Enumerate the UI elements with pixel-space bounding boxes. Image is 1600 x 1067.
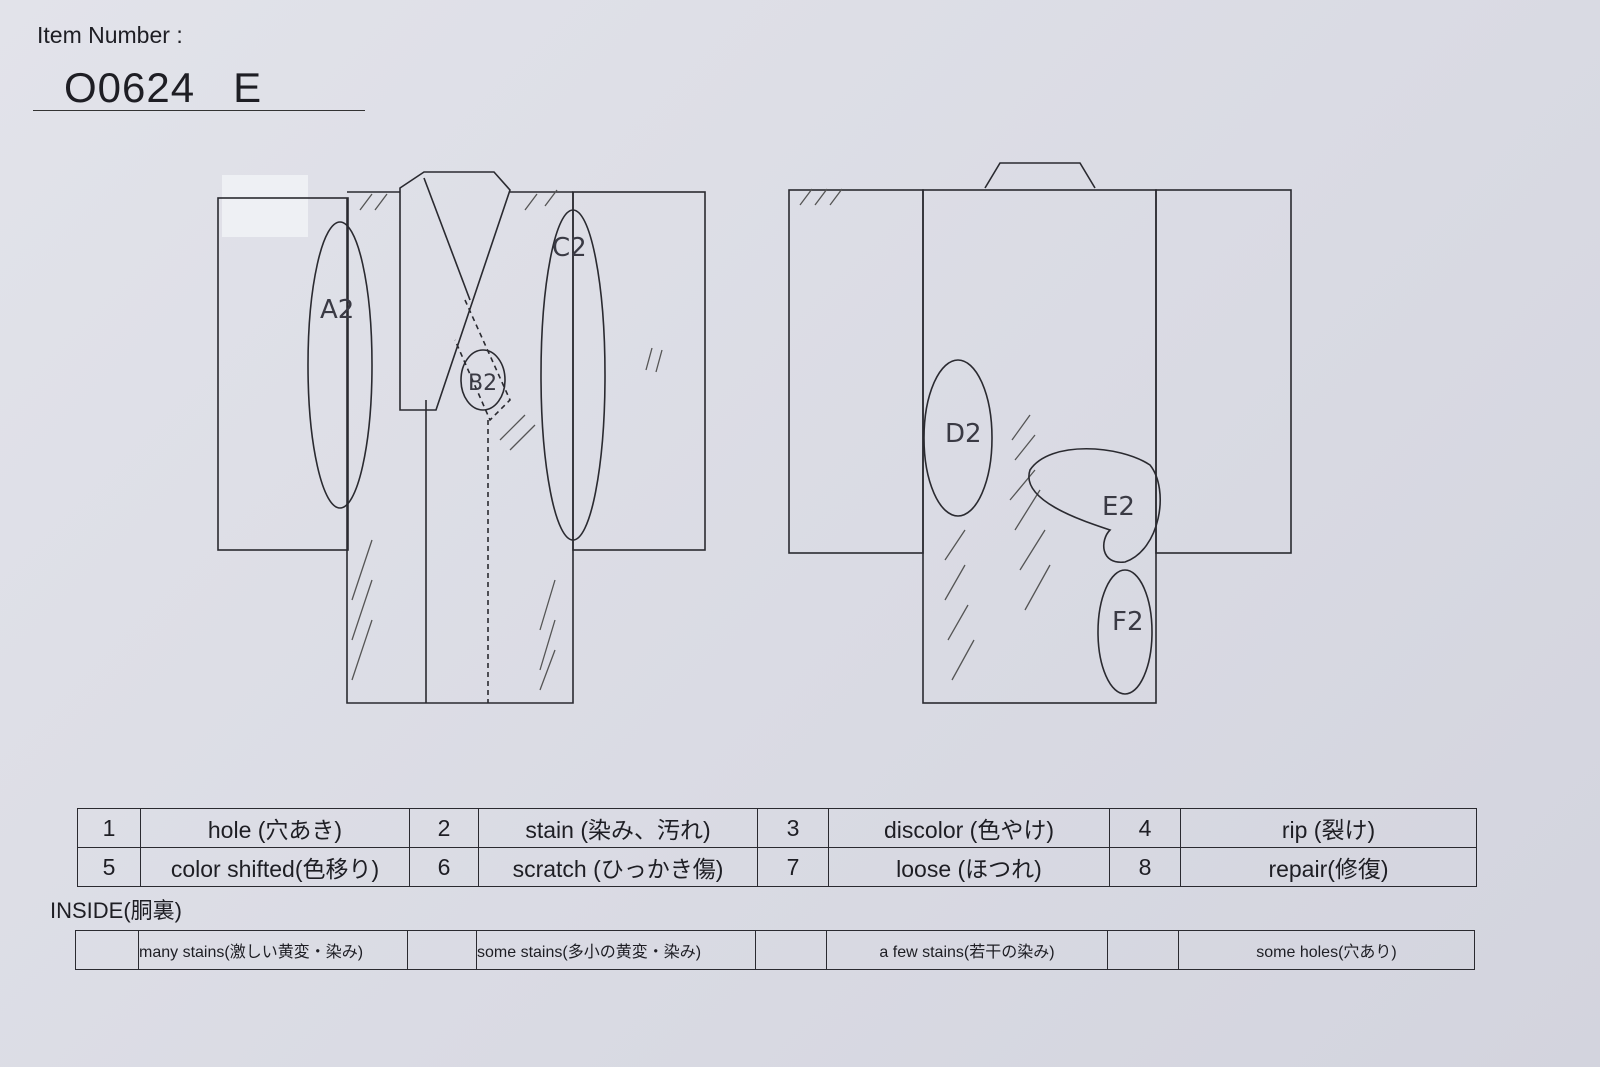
inside-checkbox[interactable] [75, 930, 139, 970]
back-kimono-diagram: D2 E2 F2 [788, 162, 1292, 704]
annotation-d2: D2 [945, 419, 982, 449]
annotation-f2: F2 [1112, 607, 1144, 637]
front-kimono-diagram: A2 B2 C2 [217, 171, 706, 704]
legend-label: repair(修復) [1180, 847, 1477, 887]
inside-checkbox[interactable] [407, 930, 477, 970]
legend-num: 8 [1109, 847, 1181, 887]
legend-label: hole (穴あき) [140, 808, 410, 848]
legend-label: scratch (ひっかき傷) [478, 847, 758, 887]
inside-option: many stains(激しい黄変・染み) [138, 930, 408, 970]
item-number-value: O0624 E [64, 64, 263, 111]
item-number-label: Item Number : [37, 22, 183, 48]
legend-num: 1 [77, 808, 141, 848]
legend-label: rip (裂け) [1180, 808, 1477, 848]
legend-num: 3 [757, 808, 829, 848]
legend-num: 5 [77, 847, 141, 887]
legend-label: discolor (色やけ) [828, 808, 1110, 848]
inside-checkbox[interactable] [1107, 930, 1179, 970]
legend-num: 6 [409, 847, 479, 887]
legend-label: color shifted(色移り) [140, 847, 410, 887]
legend-num: 2 [409, 808, 479, 848]
item-number-underline [33, 110, 365, 111]
damage-legend-table: 1 hole (穴あき) 2 stain (染み、汚れ) 3 discolor … [77, 808, 1477, 887]
legend-num: 4 [1109, 808, 1181, 848]
legend-label: loose (ほつれ) [828, 847, 1110, 887]
inside-title: INSIDE(胴裏) [50, 898, 183, 923]
annotation-e2: E2 [1102, 492, 1135, 522]
legend-row: 5 color shifted(色移り) 6 scratch (ひっかき傷) 7… [77, 847, 1477, 887]
inside-option: some holes(穴あり) [1178, 930, 1475, 970]
annotation-c2: C2 [552, 233, 587, 263]
inside-condition-table: many stains(激しい黄変・染み) some stains(多小の黄変・… [75, 930, 1475, 970]
annotation-a2: A2 [320, 295, 354, 325]
annotation-b2: B2 [468, 371, 497, 396]
legend-num: 7 [757, 847, 829, 887]
legend-row: 1 hole (穴あき) 2 stain (染み、汚れ) 3 discolor … [77, 808, 1477, 848]
legend-label: stain (染み、汚れ) [478, 808, 758, 848]
inside-option: some stains(多小の黄変・染み) [476, 930, 756, 970]
inside-option: a few stains(若干の染み) [826, 930, 1108, 970]
inside-checkbox[interactable] [755, 930, 827, 970]
inside-row: many stains(激しい黄変・染み) some stains(多小の黄変・… [75, 930, 1475, 970]
